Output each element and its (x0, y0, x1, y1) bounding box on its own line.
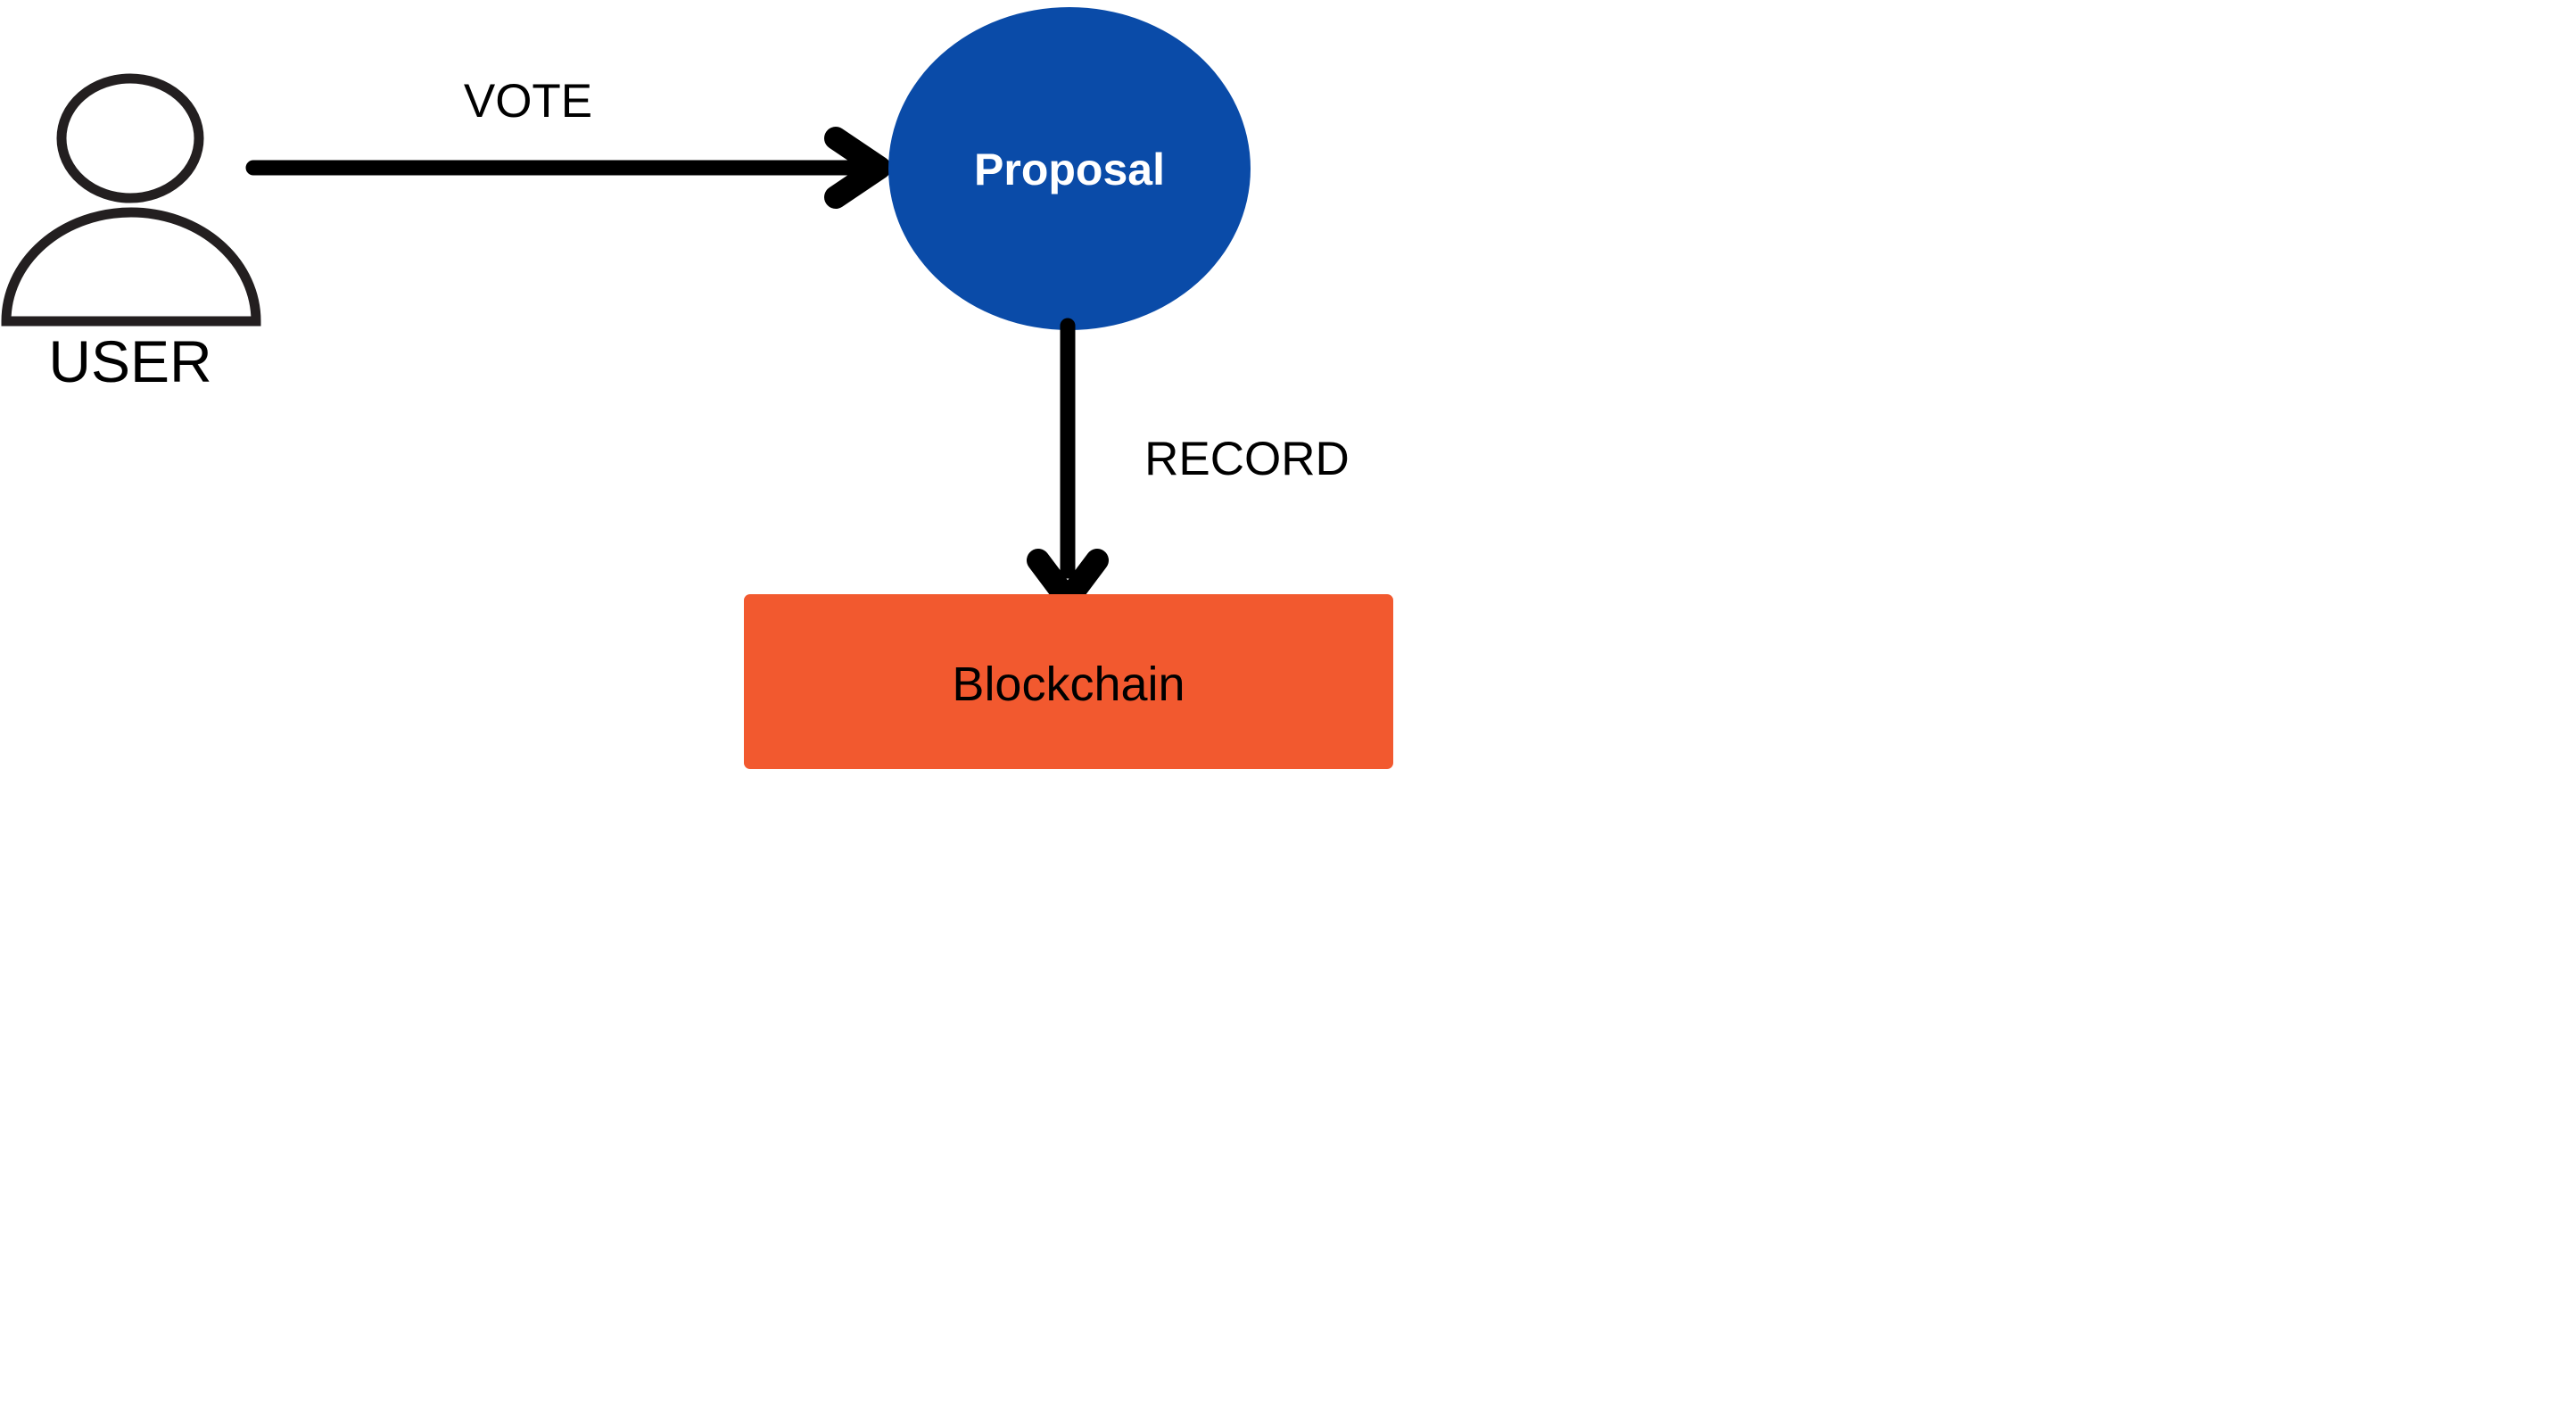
user-node[interactable]: USER (1, 73, 261, 394)
vote-edge-label: VOTE (464, 75, 592, 128)
vote-arrow-head-icon (824, 127, 891, 209)
proposal-node[interactable]: Proposal (888, 7, 1251, 330)
user-head-icon (56, 73, 204, 203)
blockchain-rect (744, 594, 1393, 769)
record-edge-label: RECORD (1144, 433, 1350, 485)
user-body-icon (1, 207, 261, 327)
blockchain-node[interactable]: Blockchain (744, 594, 1393, 769)
record-edge[interactable]: RECORD (1027, 318, 1350, 611)
user-label: USER (48, 328, 211, 394)
proposal-label: Proposal (974, 145, 1165, 194)
vote-edge[interactable]: VOTE (245, 75, 891, 209)
blockchain-label: Blockchain (952, 658, 1185, 711)
proposal-ellipse (888, 7, 1251, 330)
